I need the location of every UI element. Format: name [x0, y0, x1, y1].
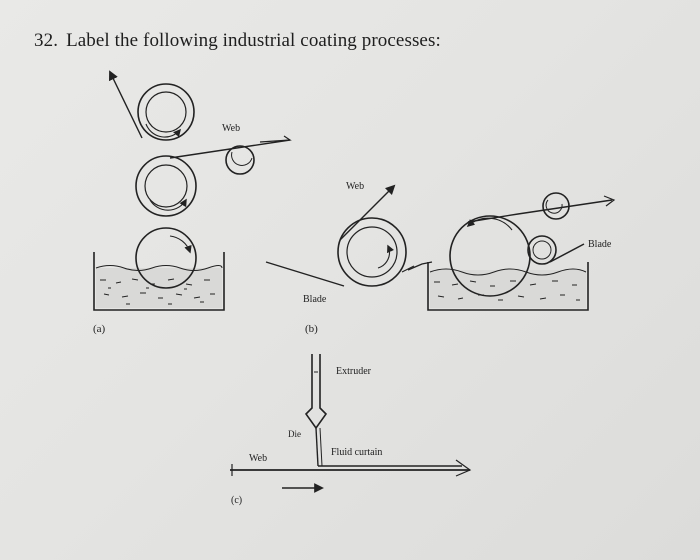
caption-b: (b): [305, 323, 318, 335]
top-roll-a: [137, 83, 195, 141]
question-prompt: Label the following industrial coating p…: [66, 30, 441, 51]
web-path-b: [339, 184, 396, 241]
diagram-a: [93, 70, 292, 311]
coating-bath-a: [93, 252, 225, 311]
web-label-c: Web: [249, 453, 267, 464]
bottom-roll-a: [135, 227, 197, 289]
web-label-b: Web: [346, 181, 364, 192]
question-number: 32.: [34, 30, 59, 51]
blade-roll-b: [337, 217, 407, 287]
small-roll-b1: [527, 235, 557, 265]
web-label-a: Web: [222, 123, 240, 134]
caption-a: (a): [93, 323, 106, 335]
diagram-b-left: [265, 184, 433, 287]
fluid-curtain: [315, 427, 319, 467]
web-path-c: [467, 199, 613, 223]
small-roll-b2: [542, 192, 570, 220]
diagram-c: [230, 354, 472, 493]
question-text: 32. Label the following industrial coatin…: [34, 30, 441, 52]
caption-c: (c): [231, 495, 242, 506]
right-blade-label: Blade: [588, 239, 612, 250]
blade-label-b: Blade: [303, 294, 327, 305]
middle-roll-a: [135, 155, 197, 217]
web-path-a: [109, 70, 143, 139]
fluid-curtain-label: Fluid curtain: [331, 447, 382, 458]
diagram-b-right: [427, 192, 616, 311]
small-roll-a: [225, 145, 255, 175]
extruder-label: Extruder: [336, 366, 372, 377]
extruder: [304, 354, 328, 430]
die-label: Die: [288, 429, 301, 439]
right-blade: [549, 243, 585, 263]
